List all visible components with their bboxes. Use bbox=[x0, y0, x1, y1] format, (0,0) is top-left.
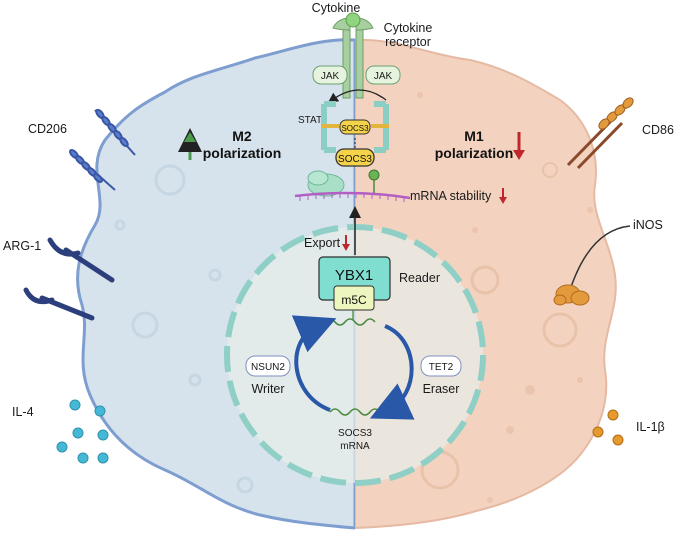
m2-up-arrowhead bbox=[184, 132, 196, 142]
export-arrowhead bbox=[342, 244, 350, 251]
cytokine-receptor bbox=[332, 12, 374, 99]
ybx1-reader: YBX1 m5C bbox=[318, 256, 391, 311]
reader-label: Reader bbox=[399, 271, 440, 285]
svg-text:JAK: JAK bbox=[374, 71, 393, 82]
svg-text:TET2: TET2 bbox=[429, 362, 454, 373]
eraser-label: Eraser bbox=[423, 382, 460, 396]
il1b-cytokines-icon bbox=[592, 409, 624, 446]
cd206-label: CD206 bbox=[28, 122, 67, 136]
ribosome-icon bbox=[307, 170, 345, 197]
svg-text:JAK: JAK bbox=[321, 71, 340, 82]
socs3-protein: SOCS3 bbox=[335, 148, 375, 167]
socs3-mrna-label-1: SOCS3 bbox=[338, 428, 372, 439]
eraser-cycle-arrow bbox=[369, 324, 415, 420]
export-label: Export bbox=[304, 236, 341, 250]
writer-label: Writer bbox=[251, 382, 284, 396]
stat-label: STAT bbox=[298, 115, 322, 126]
arg1-label: ARG-1 bbox=[3, 239, 41, 253]
cytokine-label: Cytokine bbox=[312, 1, 361, 15]
jak-right: JAK bbox=[365, 65, 401, 85]
svg-text:SOCS3: SOCS3 bbox=[341, 124, 369, 133]
m1-label-line2: polarization bbox=[435, 145, 514, 161]
tet2-eraser: TET2 bbox=[420, 355, 462, 377]
cytoplasmic-mrna-ticks bbox=[299, 193, 405, 202]
svg-text:NSUN2: NSUN2 bbox=[251, 362, 285, 373]
il4-cytokines-icon bbox=[56, 399, 109, 464]
mrna-stability-arrowhead bbox=[499, 197, 507, 204]
m1-label-line1: M1 bbox=[464, 128, 484, 144]
cytokine-receptor-label-1: Cytokine bbox=[384, 21, 433, 35]
cytokine-receptor-label-2: receptor bbox=[385, 35, 431, 49]
m1-down-arrowhead bbox=[513, 150, 525, 160]
m2-label-line1: M2 bbox=[232, 128, 252, 144]
inos-enzyme-icon bbox=[553, 284, 590, 306]
socs3-mrna-label-2: mRNA bbox=[340, 441, 370, 452]
stat-arrow bbox=[327, 89, 387, 104]
svg-text:SOCS3: SOCS3 bbox=[338, 154, 372, 165]
il4-label: IL-4 bbox=[12, 405, 34, 419]
m2-label-line2: polarization bbox=[203, 145, 282, 161]
mrna-stability-label: mRNA stability bbox=[410, 189, 492, 203]
cytokine-ball bbox=[345, 12, 361, 28]
m2-vesicles bbox=[114, 164, 254, 494]
cd86-receptor-icon bbox=[566, 97, 634, 170]
cd86-label: CD86 bbox=[642, 123, 674, 137]
cd206-receptor-icon bbox=[69, 108, 136, 191]
cytoplasmic-mrna bbox=[294, 191, 411, 200]
socs3-inhibitor: SOCS3 bbox=[339, 119, 371, 135]
jak-left: JAK bbox=[312, 65, 348, 85]
il1b-label: IL-1β bbox=[636, 420, 665, 434]
m1-vesicles bbox=[417, 92, 593, 503]
inos-leader-line bbox=[569, 225, 631, 291]
inos-label: iNOS bbox=[633, 218, 663, 232]
stat-dimer bbox=[321, 101, 389, 153]
arg1-receptor-icon bbox=[23, 237, 115, 321]
nsun2-writer: NSUN2 bbox=[245, 355, 291, 377]
writer-cycle-arrow bbox=[291, 315, 337, 412]
svg-text:m5C: m5C bbox=[341, 293, 367, 307]
m5c-marker-icon bbox=[368, 169, 380, 193]
svg-text:YBX1: YBX1 bbox=[335, 267, 373, 284]
